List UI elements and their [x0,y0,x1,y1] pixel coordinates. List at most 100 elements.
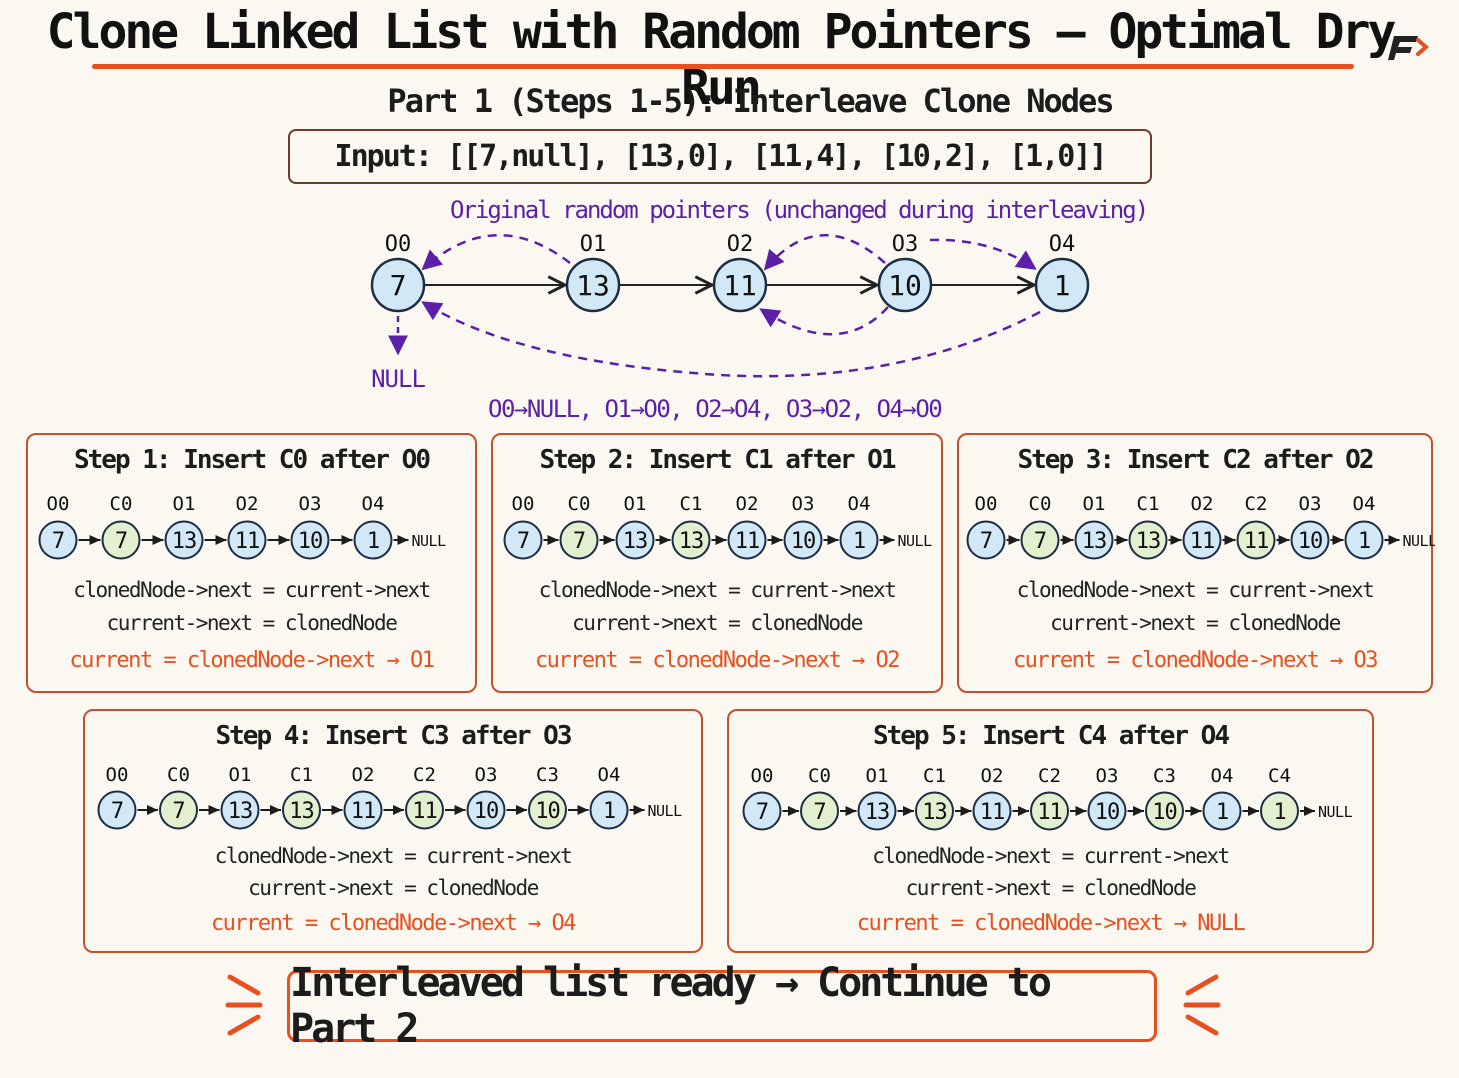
node-value: 11 [412,799,437,824]
node-value: 7 [756,800,768,825]
node-label: C0 [808,765,831,787]
node-label: O2 [736,493,759,515]
title-underline [92,64,1354,69]
original-random-caption: Original random pointers (unchanged duri… [450,196,1149,224]
null-tail-label: NULL [412,532,447,550]
node-label: O1 [229,764,252,786]
node-label: C4 [1268,765,1291,787]
node-value: 1 [1216,800,1228,825]
random-arrow-o1-o0 [421,234,571,271]
list-node-o4: 1 O4 [1202,765,1242,831]
list-node-c0: 7C0 [800,765,839,831]
node-value: 13 [228,799,253,824]
node-label: O0 [975,493,998,515]
random-arrow-o2-o4 [929,238,1037,270]
part-subtitle: Part 1 (Steps 1-5): Interleave Clone Nod… [387,82,1114,120]
final-summary-text: Interleaved list ready → Continue to Par… [290,960,1052,1052]
node-value: 7 [390,269,407,302]
node-label: O4 [1211,765,1234,787]
node-value: 10 [474,799,499,824]
node-label: C3 [536,764,559,786]
random-arrow-o4-o0 [421,301,1041,378]
list-node-o3: 10 O3 [1087,765,1127,831]
node-label: C2 [1245,493,1268,515]
node-label: O4 [362,493,385,515]
node-value: 11 [235,529,260,554]
step-title: Step 5: Insert C4 after O4 [873,721,1230,751]
original-node-o4: 1O4 [1034,232,1090,313]
node-label: O2 [1191,493,1214,515]
node-value: 11 [1190,529,1215,554]
node-label: C0 [568,493,591,515]
node-label: O0 [751,765,774,787]
node-label: C1 [1137,493,1160,515]
node-label: O3 [299,493,322,515]
node-label: O0 [385,232,412,257]
node-label: O4 [1049,232,1076,257]
list-node-c2: 11 C2 [405,764,444,830]
node-value: 11 [735,529,760,554]
node-label: O4 [848,493,871,515]
code-line-1: clonedNode->next = current->next [73,578,431,602]
node-label: O3 [1096,765,1119,787]
node-label: C3 [1153,765,1176,787]
step-title: Step 2: Insert C1 after O1 [539,445,897,475]
current-update: current = clonedNode->next → NULL [856,911,1246,936]
list-node-o0: 7 O0 [38,493,78,560]
step-title: Step 4: Insert C3 after O3 [215,721,573,751]
node-value: 11 [1037,800,1062,825]
node-value: 13 [865,800,890,825]
list-node-o4: 1O4 [839,493,879,560]
node-value: 10 [791,529,816,554]
node-label: O1 [1083,493,1106,515]
random-pointer-summary: O0→NULL, O1→O0, O2→O4, O3→O2, O4→O0 [488,395,943,423]
list-node-c0: 7C0 [101,493,141,560]
list-node-o3: 10 O3 [466,764,506,830]
node-value: 7 [52,529,64,554]
node-label: O3 [475,764,498,786]
node-value: 11 [1244,529,1269,554]
node-value: 1 [1273,800,1285,825]
node-label: C0 [1029,493,1052,515]
random-pointer-arrows [421,233,1041,378]
node-value: 10 [1095,800,1120,825]
node-label: C1 [680,493,703,515]
node-label: O0 [106,764,129,786]
list-node-c0: 7C0 [559,493,599,560]
list-node-o4: 1O4 [589,764,629,830]
code-line-2: current->next = clonedNode [248,876,539,900]
node-label: O1 [624,493,647,515]
node-label: C1 [290,764,313,786]
random-arrow-o3-o2 [763,233,886,271]
node-label: O0 [47,493,70,515]
list-node-c0: 7C0 [159,764,198,830]
step-title: Step 3: Insert C2 after O2 [1017,445,1375,475]
list-node-o0: 7 O0 [742,765,782,831]
node-label: C2 [413,764,436,786]
node-value: 11 [723,269,757,302]
list-node-o0: 7O0 [97,764,137,830]
null-tail-label: NULL [1318,803,1353,821]
node-value: 10 [1152,800,1177,825]
node-label: C1 [923,765,946,787]
list-node-c2: 11 C2 [1236,493,1276,560]
code-line-2: current->next = clonedNode [1050,611,1341,635]
list-node-o0: 7O0 [966,493,1006,560]
node-label: O3 [892,232,919,257]
